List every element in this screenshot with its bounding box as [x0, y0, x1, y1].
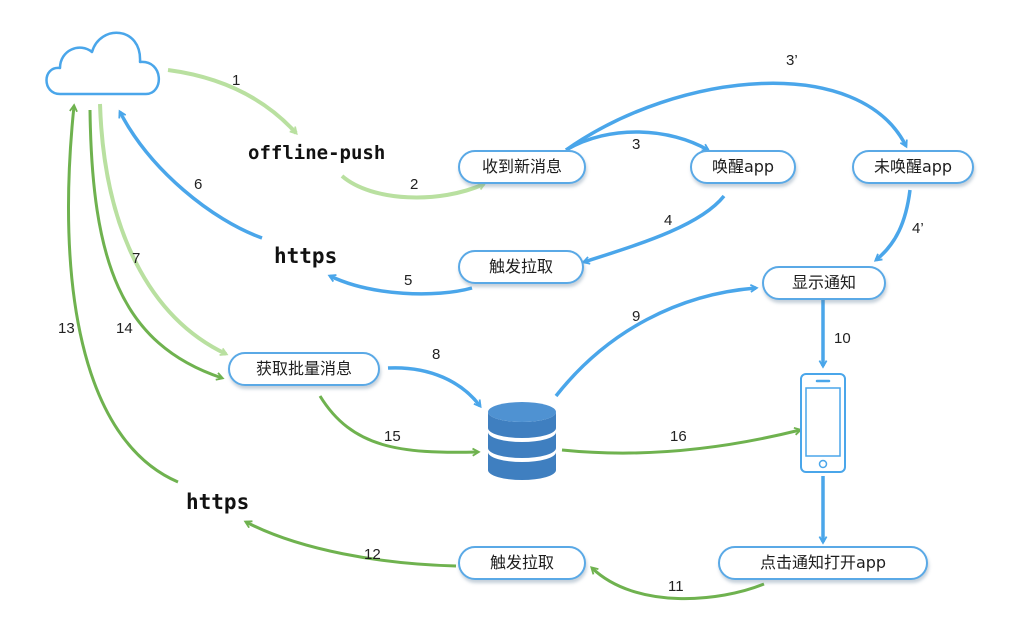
- node-wake-app: 唤醒app: [690, 150, 796, 184]
- label-https-bottom: https: [186, 490, 250, 514]
- edge-label-6: 6: [194, 176, 203, 193]
- arrow-9: [554, 288, 756, 398]
- edge-label-5: 5: [404, 272, 413, 289]
- edge-label-9: 9: [632, 308, 641, 325]
- arrow-3: [565, 130, 708, 152]
- arrow-5: [330, 276, 473, 296]
- edge-label-13: 13: [58, 320, 75, 337]
- node-receive-message: 收到新消息: [458, 150, 586, 184]
- arrow-1: [167, 68, 296, 133]
- node-fetch-batch: 获取批量消息: [228, 352, 380, 386]
- edge-label-7: 7: [132, 250, 141, 267]
- edge-label-3: 3: [632, 136, 641, 153]
- edge-label-15: 15: [384, 428, 401, 445]
- edge-label-11: 11: [668, 578, 684, 595]
- edge-label-4-prime: 4’: [912, 220, 924, 237]
- edge-label-4: 4: [664, 212, 673, 229]
- edge-label-8: 8: [432, 346, 441, 363]
- arrow-14: [88, 109, 222, 378]
- edge-label-2: 2: [410, 176, 419, 193]
- arrow-6: [120, 112, 263, 240]
- arrow-4: [584, 194, 726, 262]
- edge-label-12: 12: [364, 546, 381, 563]
- cloud-icon: [45, 31, 161, 96]
- arrow-7: [98, 103, 226, 354]
- arrow-15: [318, 395, 478, 452]
- arrow-4-prime: [876, 189, 912, 260]
- phone-icon: [800, 373, 846, 473]
- arrow-3-prime: [564, 81, 906, 152]
- arrow-8: [387, 366, 480, 406]
- arrow-16: [561, 430, 800, 455]
- database-icon: [488, 402, 556, 480]
- label-offline-push: offline-push: [248, 142, 386, 164]
- edge-label-10: 10: [834, 330, 851, 347]
- node-trigger-pull-bottom: 触发拉取: [458, 546, 586, 580]
- label-https-top: https: [274, 244, 338, 268]
- edge-label-3-prime: 3’: [786, 52, 798, 69]
- node-show-notification: 显示通知: [762, 266, 886, 300]
- node-trigger-pull-top: 触发拉取: [458, 250, 584, 284]
- arrow-11: [592, 568, 765, 600]
- arrow-13: [67, 106, 179, 484]
- edge-label-14: 14: [116, 320, 133, 337]
- edge-label-1: 1: [232, 72, 241, 89]
- node-not-wake-app: 未唤醒app: [852, 150, 974, 184]
- edge-label-16: 16: [670, 428, 687, 445]
- arrow-12: [246, 522, 457, 568]
- arrow-2: [340, 174, 484, 200]
- node-tap-notification: 点击通知打开app: [718, 546, 928, 580]
